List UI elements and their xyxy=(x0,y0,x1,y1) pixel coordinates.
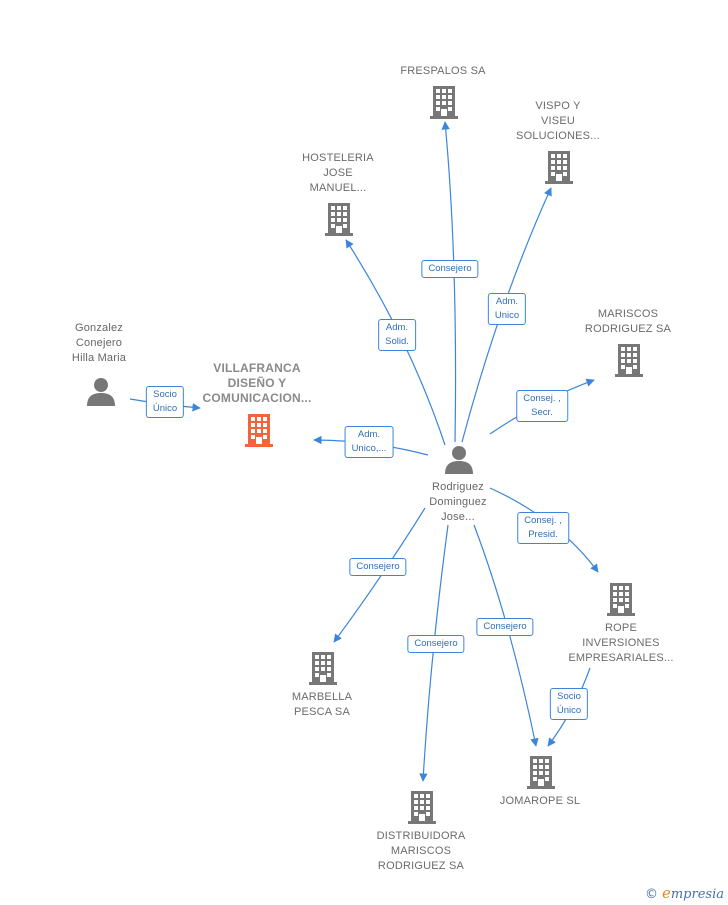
building-icon[interactable] xyxy=(615,344,643,377)
building-icon[interactable] xyxy=(607,583,635,616)
node-label-frespalos[interactable]: FRESPALOS SA xyxy=(400,65,486,77)
building-icon[interactable] xyxy=(545,151,573,184)
brand-name: mpresia xyxy=(670,887,724,902)
brand-initial: e xyxy=(661,884,671,902)
building-icon[interactable] xyxy=(245,414,273,447)
node-label-marbella[interactable]: MARBELLA PESCA SA xyxy=(291,691,353,718)
person-icon[interactable] xyxy=(445,446,473,474)
building-icon[interactable] xyxy=(309,652,337,685)
node-label-mariscos-rodriguez[interactable]: MARISCOS RODRIGUEZ SA xyxy=(584,308,672,335)
edge-label-hosteleria[interactable]: Adm. Solid. xyxy=(378,319,416,351)
edge-label-rope[interactable]: Consej. , Presid. xyxy=(517,512,569,544)
node-label-center-person[interactable]: Rodriguez Dominguez Jose... xyxy=(429,481,487,523)
building-icon[interactable] xyxy=(325,203,353,236)
node-label-rope[interactable]: ROPE INVERSIONES EMPRESARIALES... xyxy=(568,622,674,664)
copyright-symbol: © xyxy=(644,887,658,902)
node-label-gonzalez[interactable]: Gonzalez Conejero Hilla Maria xyxy=(71,322,127,364)
edge-label-distribuidora[interactable]: Consejero xyxy=(407,635,465,653)
edge-frespalos[interactable] xyxy=(441,121,457,443)
brand-logo[interactable]: ©empresia xyxy=(645,884,724,902)
edge-label-rope-jomarope[interactable]: Socio Único xyxy=(549,688,589,720)
edge-label-gonzalez-villafranca[interactable]: Socio Único xyxy=(145,386,185,418)
edge-label-jomarope[interactable]: Consejero xyxy=(476,618,534,636)
building-icon[interactable] xyxy=(408,791,436,824)
edge-label-villafranca[interactable]: Adm. Unico,... xyxy=(344,426,394,458)
node-label-jomarope[interactable]: JOMAROPE SL xyxy=(499,795,581,807)
node-label-villafranca[interactable]: VILLAFRANCA DISEÑO Y COMUNICACION... xyxy=(202,361,312,405)
building-icon[interactable] xyxy=(430,86,458,119)
node-label-distribuidora[interactable]: DISTRIBUIDORA MARISCOS RODRIGUEZ SA xyxy=(376,830,466,872)
edge-marbella[interactable] xyxy=(333,507,426,643)
node-label-vispo[interactable]: VISPO Y VISEU SOLUCIONES... xyxy=(516,100,600,142)
edge-label-vispo[interactable]: Adm. Unico xyxy=(487,293,527,325)
edge-distribuidora[interactable] xyxy=(419,524,449,782)
node-label-hosteleria[interactable]: HOSTELERIA JOSE MANUEL... xyxy=(302,152,374,194)
edge-label-marbella[interactable]: Consejero xyxy=(349,558,407,576)
edge-label-mariscos-rodriguez[interactable]: Consej. , Secr. xyxy=(516,390,568,422)
edge-label-frespalos[interactable]: Consejero xyxy=(421,260,479,278)
building-icon[interactable] xyxy=(527,756,555,789)
person-icon[interactable] xyxy=(87,378,115,406)
